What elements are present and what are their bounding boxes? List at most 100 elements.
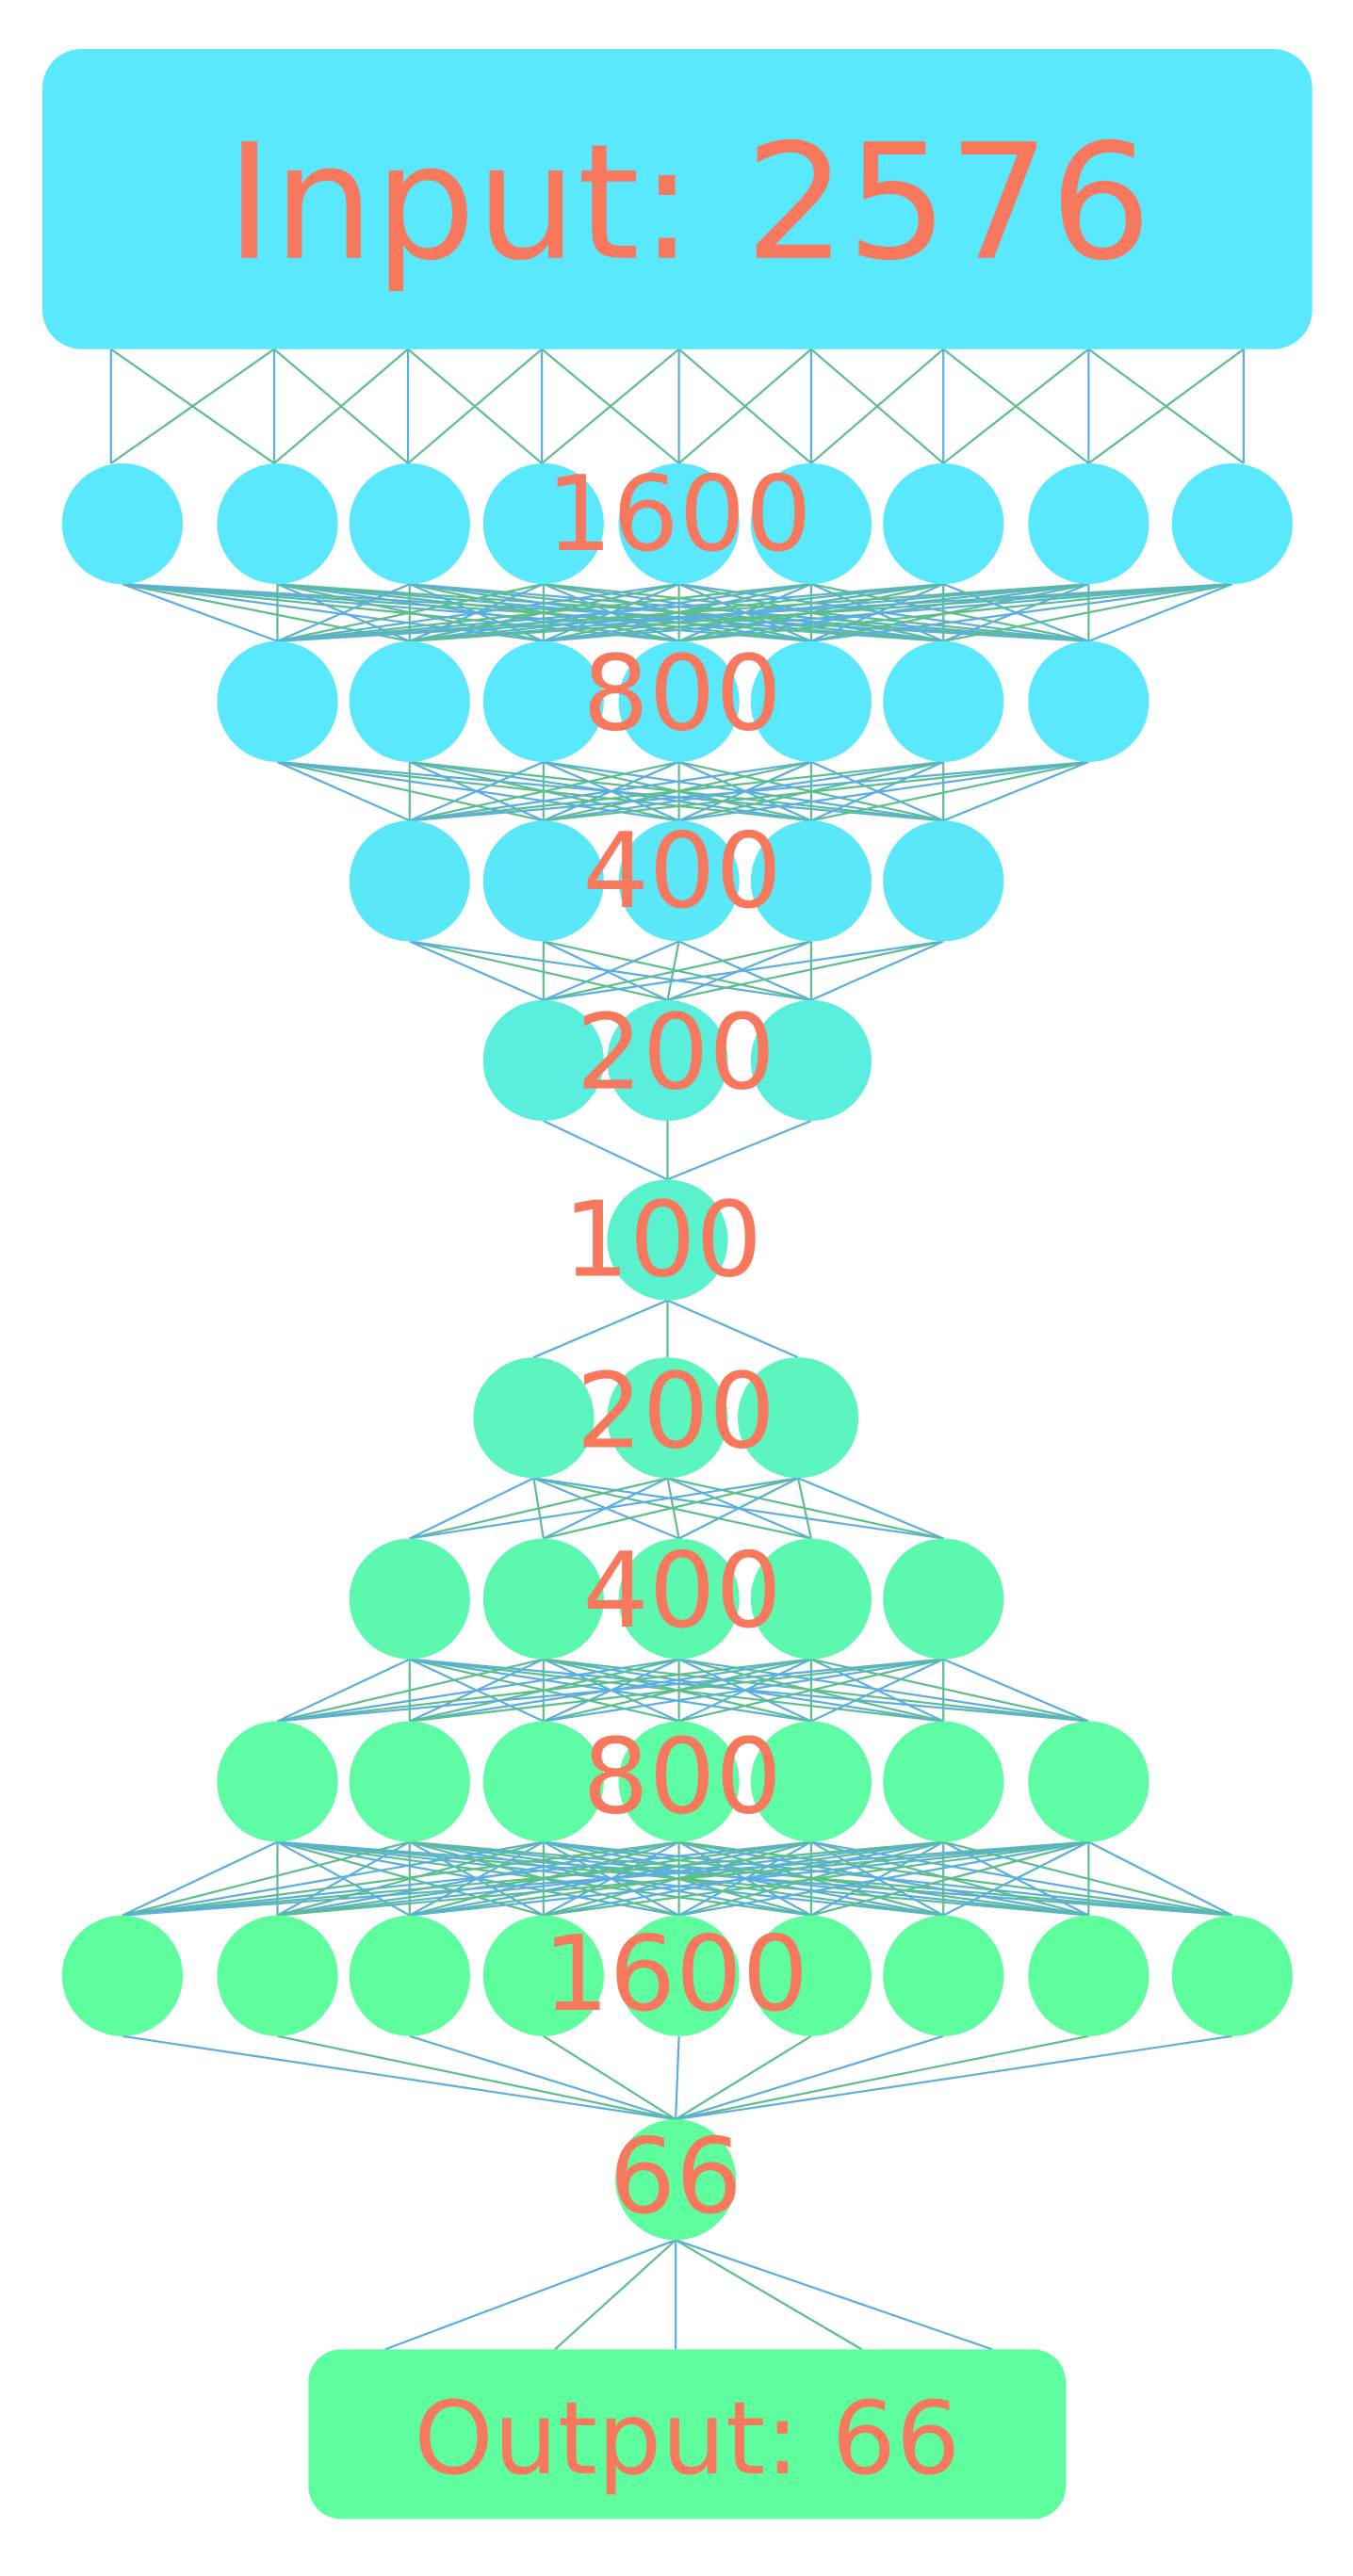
connection-line [543,760,1089,822]
neuron-node [1171,462,1293,585]
neuron-node [61,462,184,585]
neuron-node [883,640,1004,762]
neuron-node [349,462,470,585]
connection-line [122,583,811,642]
connection-line [543,940,680,1001]
connection-line [678,760,1089,822]
connection-line [122,1840,278,1917]
neuron-node [750,999,872,1122]
neuron-node [349,1538,470,1660]
neuron-node [61,1915,184,2036]
connection-line [810,760,1089,822]
output-box [308,2349,1067,2519]
connection-line [409,940,668,1001]
connection-line [942,348,1090,464]
connection-line [122,1840,812,1917]
input-box [42,48,1312,349]
neuron-node [1028,462,1149,585]
neuron-node [750,820,872,942]
connection-line [122,1840,1089,1917]
layer-label: 800 [582,1716,782,1838]
connection-line [409,760,944,822]
connection-line [1087,348,1245,464]
neuron-node [349,1915,470,2036]
layer-label: 66 [610,2116,742,2238]
layer-label: 1600 [543,1914,808,2035]
connection-line [675,2035,680,2120]
input-label: Input: 2576 [226,110,1152,297]
connection-line [277,2034,676,2121]
connection-line [409,2034,676,2121]
neuron-node [217,640,338,762]
neuron-node [618,1915,740,2036]
neuron-node [1028,640,1149,762]
neuron-node [618,1538,740,1660]
connection-line [277,583,545,642]
connection-line [277,1658,411,1723]
connection-line [541,348,680,464]
neuron-node [883,1721,1004,1842]
neuron-node [482,462,604,585]
connection-line [277,1658,944,1723]
neuron-node [607,1357,728,1479]
connection-line [810,1658,944,1723]
nodes [61,462,1293,2241]
connection-line [678,583,1232,642]
connection-line [122,1840,944,1917]
neuron-node [349,820,470,942]
neuron-node [1171,1915,1293,2036]
connection-line [667,1299,799,1359]
connection-line [675,2239,993,2351]
connection-line [122,583,278,642]
connection-line [796,1478,812,1539]
connection-line [409,583,1232,642]
connection-line [409,1658,944,1723]
boxes: Input: 2576 Output: 66 [42,48,1312,2519]
connection-line [942,760,1089,822]
neuron-node [473,1357,595,1479]
neuron-node [750,462,872,585]
connection-line [277,1840,679,1917]
neuron-node [1028,1915,1149,2036]
connection-line [533,1299,668,1359]
layer-label: 100 [562,1180,762,1302]
layer-label: 1600 [546,454,812,575]
connection-line [543,940,812,1001]
connection-line [277,583,1089,642]
neuron-node [615,2119,737,2241]
neuron-node [618,1721,740,1842]
connection-line [122,1840,545,1917]
connection-line [384,2239,676,2351]
connection-line [277,583,944,642]
layer-label: 400 [582,1531,782,1652]
connection-line [276,1840,411,1917]
connection-line [409,760,812,822]
layer-label: 800 [582,633,782,754]
connection-line [277,1658,812,1723]
neuron-node [750,1915,872,2036]
connection-line [667,940,944,1001]
connection-line [678,1658,944,1723]
neuron-node [1028,1721,1149,1842]
neuron-node [883,462,1004,585]
connection-line [122,583,944,642]
connection-line [409,1477,799,1540]
connection-line [543,2034,676,2121]
layer-label: 400 [582,811,782,932]
neuron-node [349,1721,470,1842]
neuron-node [482,1721,604,1842]
neuron-node [607,1179,728,1301]
connection-line [409,760,679,822]
connection-line [409,760,545,822]
connection-line [277,1840,545,1917]
connection-line [810,583,1232,642]
connection-line [122,1840,411,1917]
connection-line [543,583,1232,642]
connection-line [277,583,1232,642]
neuron-node [883,1538,1004,1660]
connection-line [409,1840,1089,1917]
connection-line [810,1840,1089,1917]
layer-label: 200 [576,1351,775,1472]
connection-line [409,1477,668,1540]
